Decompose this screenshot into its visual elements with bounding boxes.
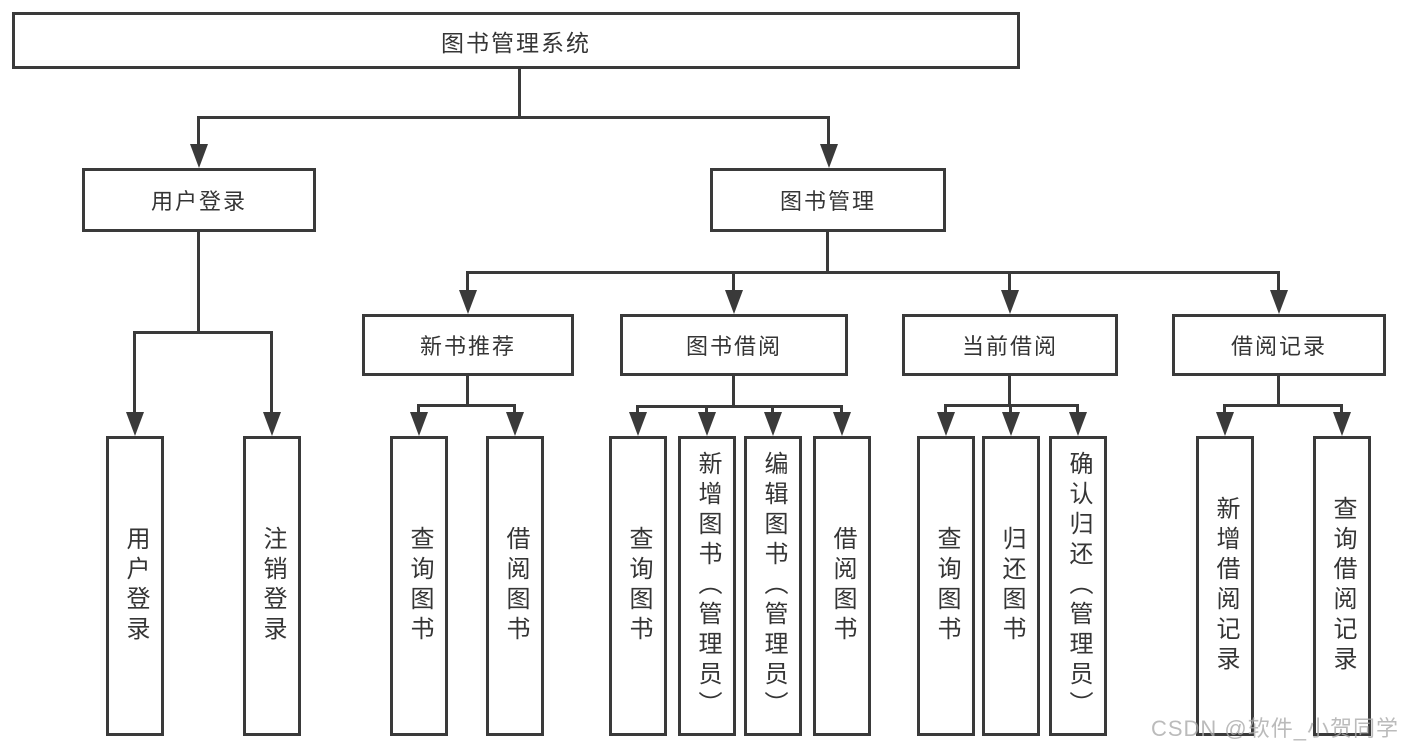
connector-line xyxy=(636,405,843,408)
node-library-management-system: 图书管理系统 xyxy=(12,12,1020,69)
node-label: 用户登录 xyxy=(122,526,149,646)
node-label: 图书借阅 xyxy=(685,334,782,359)
node-borrowing-records: 借阅记录 xyxy=(1172,314,1386,376)
connector-arrow xyxy=(833,412,851,436)
connector-line xyxy=(133,331,273,334)
leaf-nb-query-books: 查询图书 xyxy=(390,436,448,736)
node-label: 借阅图书 xyxy=(829,526,856,646)
leaf-cb-query-books: 查询图书 xyxy=(917,436,975,736)
node-book-management: 图书管理 xyxy=(710,168,946,232)
leaf-logout: 注销登录 xyxy=(243,436,301,736)
connector-line xyxy=(732,273,735,296)
node-label: 新增图书（管理员） xyxy=(694,451,721,721)
node-user-login: 用户登录 xyxy=(82,168,316,232)
node-label: 查询图书 xyxy=(933,526,960,646)
connector-arrow xyxy=(1069,412,1087,436)
leaf-bb-query-books: 查询图书 xyxy=(609,436,667,736)
connector-arrow xyxy=(410,412,428,436)
node-label: 借阅图书 xyxy=(502,526,529,646)
connector-line xyxy=(133,333,136,418)
node-label: 图书管理 xyxy=(779,189,876,214)
leaf-bb-add-books-admin: 新增图书（管理员） xyxy=(678,436,736,736)
connector-line xyxy=(1277,273,1280,296)
leaf-bb-edit-books-admin: 编辑图书（管理员） xyxy=(744,436,802,736)
node-book-borrowing: 图书借阅 xyxy=(620,314,848,376)
watermark: CSDN @软件_小贺同学 xyxy=(1150,716,1399,741)
node-label: 查询借阅记录 xyxy=(1329,496,1356,676)
connector-arrow xyxy=(263,412,281,436)
connector-arrow xyxy=(1333,412,1351,436)
node-label: 新书推荐 xyxy=(419,334,516,359)
connector-arrow xyxy=(190,144,208,168)
connector-line xyxy=(1008,376,1011,406)
node-label: 确认归还（管理员） xyxy=(1065,451,1092,721)
connector-line xyxy=(518,68,521,118)
leaf-cb-confirm-return-admin: 确认归还（管理员） xyxy=(1049,436,1107,736)
connector-line xyxy=(197,118,200,150)
leaf-br-add-borrow-record: 新增借阅记录 xyxy=(1196,436,1254,736)
connector-line xyxy=(270,333,273,418)
node-label: 借阅记录 xyxy=(1230,334,1327,359)
node-label: 查询图书 xyxy=(406,526,433,646)
leaf-nb-borrow-books: 借阅图书 xyxy=(486,436,544,736)
node-label: 当前借阅 xyxy=(961,334,1058,359)
node-label: 注销登录 xyxy=(259,526,286,646)
node-label: 编辑图书（管理员） xyxy=(760,451,787,721)
connector-arrow xyxy=(1002,412,1020,436)
connector-line xyxy=(1277,376,1280,406)
connector-arrow xyxy=(459,290,477,314)
node-label: 归还图书 xyxy=(998,526,1025,646)
node-label: 图书管理系统 xyxy=(441,29,591,56)
node-label: 用户登录 xyxy=(150,189,247,214)
connector-line xyxy=(197,116,830,119)
connector-arrow xyxy=(629,412,647,436)
connector-line xyxy=(944,404,1079,407)
connector-arrow xyxy=(937,412,955,436)
connector-line xyxy=(466,271,1280,274)
connector-arrow xyxy=(506,412,524,436)
connector-line xyxy=(827,118,830,150)
node-new-book-recommendation: 新书推荐 xyxy=(362,314,574,376)
leaf-bb-borrow-books: 借阅图书 xyxy=(813,436,871,736)
leaf-user-login: 用户登录 xyxy=(106,436,164,736)
connector-arrow xyxy=(725,290,743,314)
connector-line xyxy=(466,273,469,296)
connector-arrow xyxy=(126,412,144,436)
connector-line xyxy=(417,404,516,407)
connector-arrow xyxy=(1270,290,1288,314)
connector-arrow xyxy=(1001,290,1019,314)
connector-line xyxy=(1008,273,1011,296)
node-label: 查询图书 xyxy=(625,526,652,646)
node-current-borrowing: 当前借阅 xyxy=(902,314,1118,376)
connector-line xyxy=(1223,404,1343,407)
leaf-br-query-borrow-record: 查询借阅记录 xyxy=(1313,436,1371,736)
connector-line xyxy=(732,376,735,407)
connector-line xyxy=(466,376,469,406)
leaf-cb-return-books: 归还图书 xyxy=(982,436,1040,736)
connector-line xyxy=(826,232,829,273)
node-label: 新增借阅记录 xyxy=(1212,496,1239,676)
connector-arrow xyxy=(1216,412,1234,436)
connector-arrow xyxy=(820,144,838,168)
connector-arrow xyxy=(698,412,716,436)
connector-arrow xyxy=(764,412,782,436)
connector-line xyxy=(197,232,200,333)
